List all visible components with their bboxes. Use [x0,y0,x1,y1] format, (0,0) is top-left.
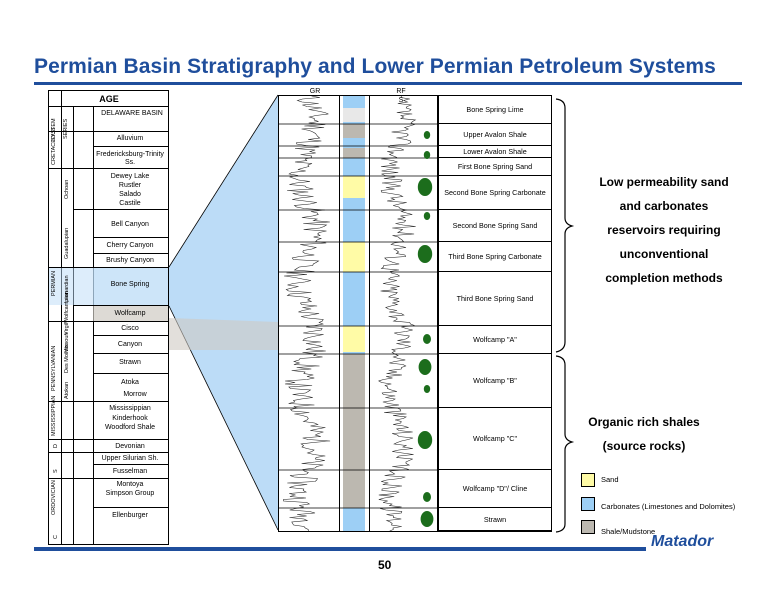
unit-label: Cisco [121,325,139,332]
rf-trace [378,96,417,531]
well-log-panel: GR RF S [278,88,438,532]
callout-line: Organic rich shales [588,415,700,429]
callout-line: completion methods [605,271,723,285]
zoom-shadow [169,318,278,350]
reservoir-dot [423,131,431,139]
interval-label: Third Bone Spring Carbonate [439,242,551,272]
unit-label: Kinderhook [112,415,148,422]
reservoir-dots [417,131,434,527]
unit-label: Castile [119,200,141,207]
unit-label: Simpson Group [105,490,155,497]
interval-label: Second Bone Spring Carbonate [439,176,551,210]
unit-label: Wolfcamp [114,310,146,317]
interval-label: Wolfcamp "D"/ Cline [439,470,551,508]
lower-bracket [555,355,575,533]
upper-callout: Low permeability sand and carbonates res… [578,170,750,290]
gr-header: GR [309,88,321,95]
reservoir-dot [417,431,433,449]
strat-column: AGE DELAWARE BASIN SYSTEM SERIES Alluviu… [48,90,169,545]
interval-label: Upper Avalon Shale [439,124,551,146]
s-header: S [398,97,404,104]
unit-label: Canyon [117,341,143,348]
callout-line: reservoirs requiring [607,223,721,237]
matador-logo: Matador [651,533,713,551]
legend-swatch-shale [581,520,595,534]
page-number: 50 [378,558,392,572]
callout-line: (source rocks) [602,439,686,453]
unit-label: Devonian [115,443,145,450]
unit-label: Strawn [119,359,141,366]
footer-rule [34,547,646,551]
unit-label: Bone Spring [110,281,150,288]
unit-label: Brushy Canyon [106,257,154,264]
interval-label: Wolfcamp "B" [439,354,551,408]
gr-trace [283,96,331,531]
reservoir-dot [417,245,433,263]
reservoir-dot [423,334,431,344]
unit-label: Morrow [123,391,147,398]
zoom-wedge [169,95,278,530]
callout-line: and carbonates [619,199,709,213]
reservoir-dot [418,359,432,375]
reservoir-dot [423,212,431,220]
unit-label: Cherry Canyon [106,242,154,249]
zoom-edge-top [168,94,279,268]
age-header: AGE [99,94,119,104]
reservoir-dot [420,511,434,527]
interval-label: Lower Avalon Shale [439,146,551,158]
upper-bracket [555,98,575,353]
interval-label: Wolfcamp "A" [439,326,551,354]
rf-curve [378,96,417,531]
unit-label: Montoya [116,481,144,488]
unit-label: Ellenburger [112,512,148,519]
reservoir-dot [417,178,433,196]
basin-header: DELAWARE BASIN [101,110,163,117]
legend-label: Carbonates (Limestones and Dolomites) [601,502,736,511]
callout-line: Low permeability sand [599,175,729,189]
lower-callout: Organic rich shales (source rocks) [574,410,714,458]
bone-spring-highlight [93,267,168,305]
interval-label: Bone Spring Lime [439,96,551,124]
unit-label: Rustler [118,182,142,189]
unit-label: Mississippian [109,405,151,412]
reservoir-dot [423,385,431,393]
legend-label: Sand [601,475,619,484]
legend-swatch-carbonates [581,497,595,511]
unit-label: Woodford Shale [104,424,156,431]
interval-label: Third Bone Spring Sand [439,272,551,326]
gr-curve [283,96,331,531]
title-rule [34,82,742,85]
unit-label: Salado [119,191,141,198]
callout-line: unconventional [619,247,709,261]
unit-label: Fusselman [112,468,148,475]
legend-swatch-sand [581,473,595,487]
log-curves [279,96,437,531]
interval-lines [279,123,437,509]
interval-label: Strawn [439,508,551,531]
unit-label: Upper Silurian Sh. [101,455,159,462]
legend-label: Shale/Mudstone [601,527,656,536]
reservoir-dot [423,151,431,159]
unit-label: Fredericksburg-Trinity Ss. [96,151,164,166]
interval-label: Second Bone Spring Sand [439,210,551,242]
unit-label: Alluvium [116,135,144,142]
unit-label: Atoka [121,379,139,386]
rf-header: RF [396,88,406,95]
page-title: Permian Basin Stratigraphy and Lower Per… [34,55,716,78]
interval-label: First Bone Spring Sand [439,158,551,176]
interval-label: Wolfcamp "C" [439,408,551,470]
logo-text: Matador [651,533,714,550]
unit-label: Bell Canyon [111,221,149,228]
unit-label: Dewey Lake [110,173,150,180]
reservoir-dot [423,492,431,502]
